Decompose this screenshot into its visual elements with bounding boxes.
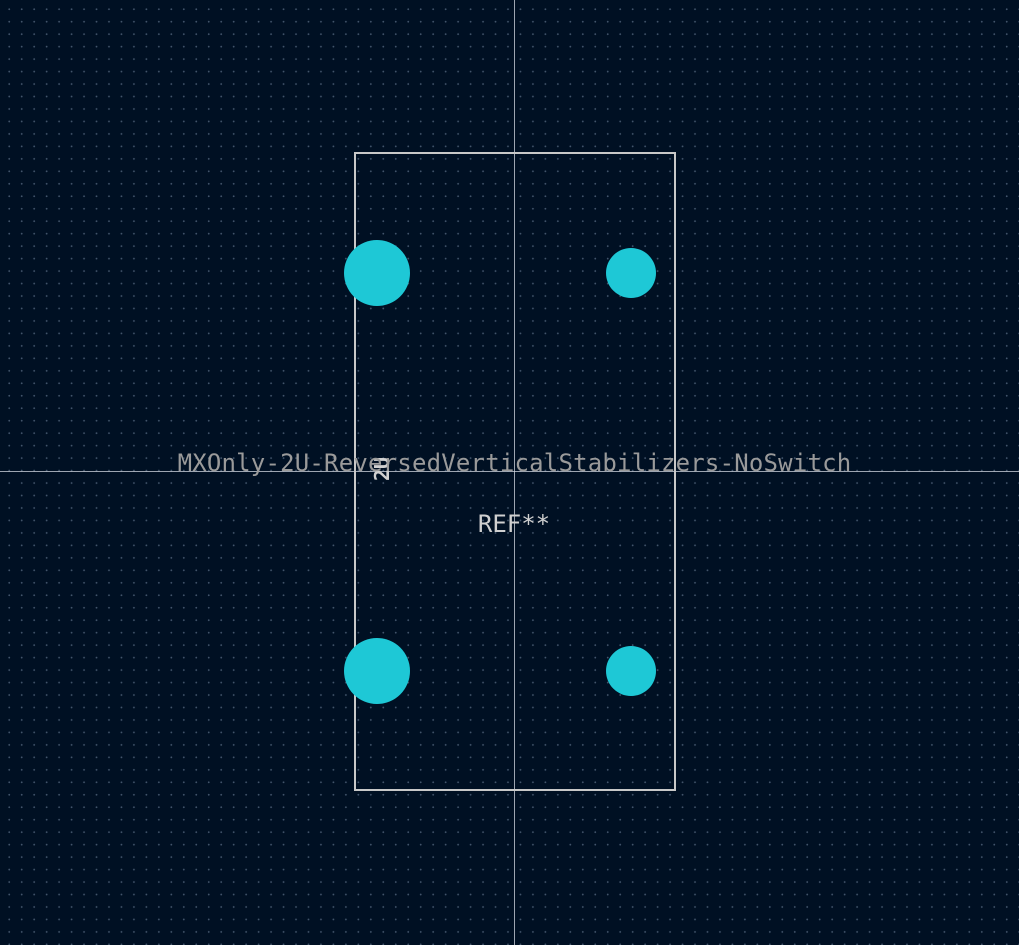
stabilizer-pad-bottom-right[interactable] <box>606 646 656 696</box>
crosshair-vertical-line <box>514 0 515 945</box>
crosshair-horizontal-line <box>0 471 1019 472</box>
stabilizer-pad-top-right[interactable] <box>606 248 656 298</box>
footprint-reference-label[interactable]: REF** <box>477 510 551 538</box>
footprint-value-label[interactable]: MXOnly-2U-ReversedVerticalStabilizers-No… <box>177 449 852 477</box>
stabilizer-pad-top-left[interactable] <box>344 240 410 306</box>
footprint-courtyard-outline[interactable] <box>354 152 676 791</box>
stabilizer-pad-bottom-left[interactable] <box>344 638 410 704</box>
